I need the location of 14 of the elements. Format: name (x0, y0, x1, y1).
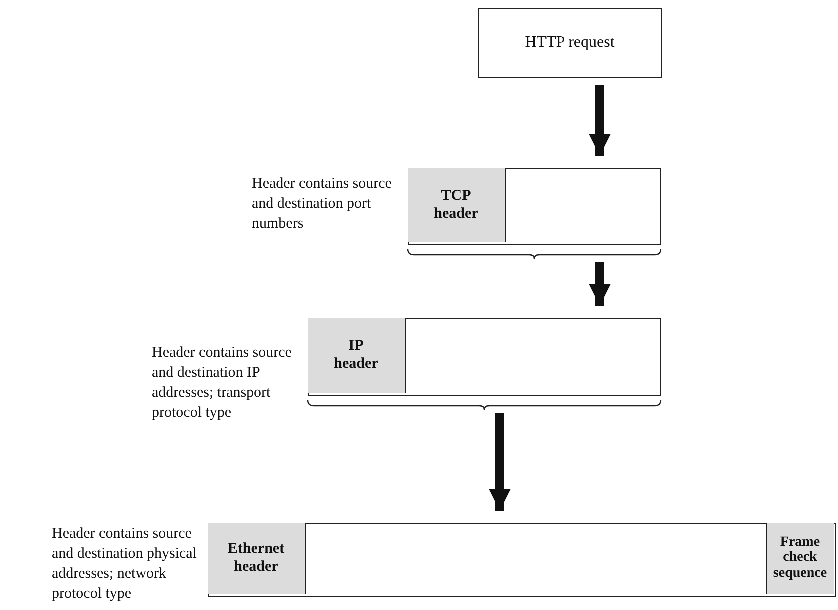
arrow (589, 85, 611, 156)
arrow (489, 413, 511, 511)
annotation-text: Header contains source and destination IP addresses; transport protocol type (152, 344, 293, 423)
header-field: Frame check sequence (766, 522, 834, 594)
annotation-text: Header contains source and destination port numbers (252, 175, 393, 234)
header-field: TCP header (408, 168, 506, 242)
annotation-text: Header contains source and destination physical addresses; network protocol type (52, 525, 198, 604)
message-box: HTTP request (478, 8, 662, 78)
arrow (589, 262, 611, 306)
header-field: Ethernet header (208, 522, 306, 594)
packet-box (208, 523, 836, 597)
packet-box (308, 318, 661, 396)
packet-box (408, 168, 661, 245)
header-field: IP header (308, 318, 406, 392)
